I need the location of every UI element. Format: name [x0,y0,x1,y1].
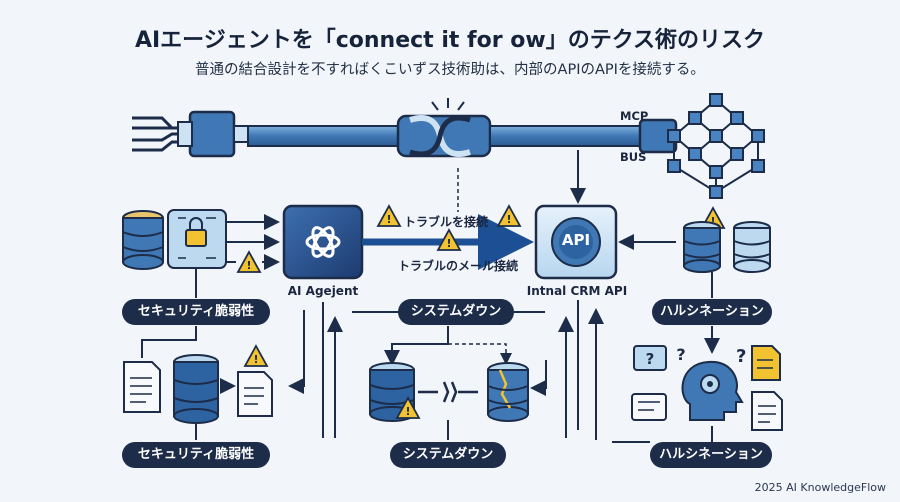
warning-icon: ! [496,204,522,227]
risk-badge-hallucination: ハルシネーション [650,442,772,468]
risk-badge-system-down: システムダウン [390,442,506,468]
broken-database-icon [487,362,529,422]
svg-text:!: ! [446,237,451,250]
document-icon [123,361,161,413]
warning-icon: ! [436,228,462,251]
risk-badge-system-down: システムダウン [398,299,514,325]
security-chip-icon [167,209,227,269]
risk-badge-security: セキュリティ脆弱性 [122,299,270,325]
database-icon [683,221,721,273]
broken-link-icon [418,381,478,403]
crm-api-label: Intnal CRM API [526,284,628,298]
svg-text:?: ? [646,350,655,368]
warning-icon: ! [395,396,421,419]
svg-text:!: ! [386,213,391,226]
svg-text:!: ! [710,215,715,228]
warning-icon: ! [243,344,269,367]
connector-cable-icon [132,98,678,158]
svg-text:!: ! [246,259,251,272]
risk-badge-hallucination: ハルシネーション [652,299,772,325]
svg-text:?: ? [676,345,685,364]
mcp-label: MCP [620,109,649,123]
bus-label: BUS [620,150,647,164]
chat-bubble-icon [631,393,667,421]
question-bubble-icon: ? ? [633,345,686,371]
page-subtitle: 普通の結合設計を不すればくこいずス技術助は、内部のAPIのAPIを接続する。 [195,62,705,78]
edge-label-trouble-mail: トラブルのメール接続 [398,259,519,273]
network-cube-icon [667,93,765,199]
warning-icon: ! [236,250,262,273]
database-icon [122,210,164,270]
edge-label-trouble-connect: トラブルを接続 [404,215,489,229]
ai-agent-box [282,204,364,280]
document-icon [237,371,273,417]
document-icon [751,391,783,431]
api-badge-label: API [561,231,591,249]
database-icon [173,354,219,424]
footer-credit: 2025 AI KnowledgeFlow [754,481,886,494]
question-mark-icon: ? [736,346,746,367]
svg-text:!: ! [253,353,258,366]
page-title: AIエージェントを「connect it for ow」のテクス術のリスク [134,28,766,53]
ai-agent-label: AI Agejent [287,284,359,298]
api-box [534,204,618,280]
svg-text:!: ! [506,213,511,226]
database-icon [733,221,771,273]
warning-icon: ! [376,204,402,227]
head-gear-icon [681,360,744,421]
svg-text:!: ! [405,405,410,418]
note-icon [751,345,781,381]
risk-badge-security: セキュリティ脆弱性 [122,442,270,468]
